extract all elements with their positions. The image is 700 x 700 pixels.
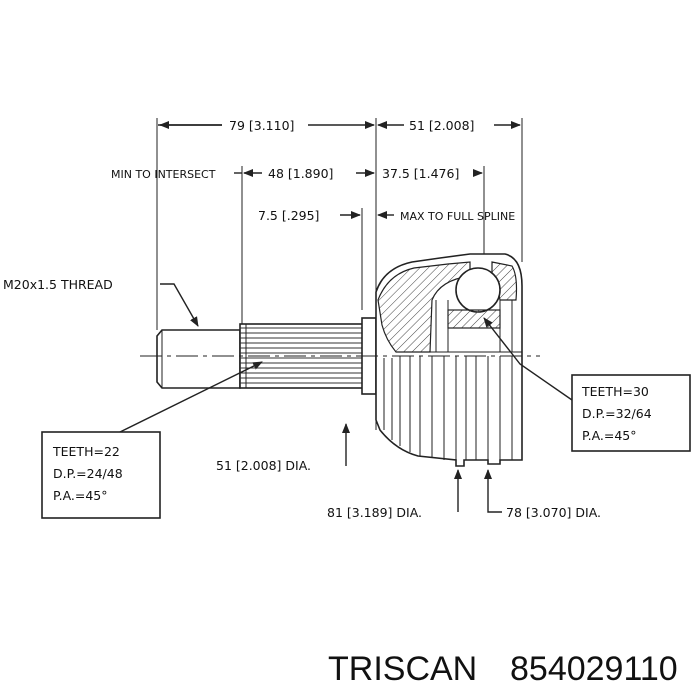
dim-37-5-label: 37.5 [1.476] bbox=[382, 166, 459, 181]
outer-spline-spec-box: TEETH=30 D.P.=32/64 P.A.=45° bbox=[571, 374, 691, 452]
dia-78-label: 78 [3.070] DIA. bbox=[506, 505, 601, 520]
housing-serrations bbox=[383, 356, 513, 460]
inner-spline-teeth: TEETH=22 bbox=[52, 444, 120, 459]
dim-79-label: 79 [3.110] bbox=[229, 118, 294, 133]
dim-48-label: 48 [1.890] bbox=[268, 166, 333, 181]
thread-label: M20x1.5 THREAD bbox=[3, 277, 113, 292]
min-to-intersect-label: MIN TO INTERSECT bbox=[111, 168, 216, 181]
outer-spline-pa: P.A.=45° bbox=[582, 428, 637, 443]
inner-spline-dp: D.P.=24/48 bbox=[53, 466, 123, 481]
brand-name: TRISCAN bbox=[328, 650, 477, 688]
bell-housing bbox=[375, 253, 523, 467]
dim-51-top-label: 51 [2.008] bbox=[409, 118, 474, 133]
outer-spline-dp: D.P.=32/64 bbox=[582, 406, 652, 421]
inner-spline-pa: P.A.=45° bbox=[53, 488, 108, 503]
dia-81-label: 81 [3.189] DIA. bbox=[327, 505, 422, 520]
part-number: 854029110 bbox=[510, 650, 678, 688]
shaft-splines bbox=[240, 327, 366, 384]
dim-7-5-label: 7.5 [.295] bbox=[258, 208, 319, 223]
outer-spline-teeth: TEETH=30 bbox=[581, 384, 649, 399]
dia-51-label: 51 [2.008] DIA. bbox=[216, 458, 311, 473]
joint-ball bbox=[455, 267, 501, 313]
inner-spline-spec-box: TEETH=22 D.P.=24/48 P.A.=45° bbox=[41, 431, 161, 519]
leader-lines bbox=[119, 283, 573, 513]
max-to-full-spline-label: MAX TO FULL SPLINE bbox=[400, 210, 515, 223]
dimension-lines bbox=[158, 121, 521, 219]
